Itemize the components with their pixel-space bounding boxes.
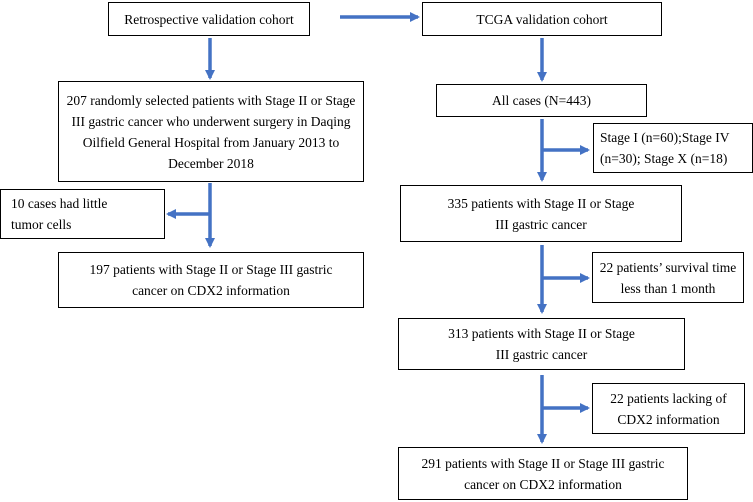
selected-patients-text: 207 randomly selected patients with Stag… (66, 92, 356, 171)
box-207-selected-patients: 207 randomly selected patients with Stag… (58, 81, 364, 182)
box-cdx2-exclusion: 22 patients lacking of CDX2 information (592, 383, 745, 434)
box-retrospective-cohort: Retrospective validation cohort (108, 2, 310, 36)
box-all-cases: All cases (N=443) (436, 84, 647, 117)
retrospective-cohort-label: Retrospective validation cohort (124, 11, 294, 27)
left-final-text: 197 patients with Stage II or Stage III … (89, 262, 333, 298)
cdx2-exclusion-text: 22 patients lacking of CDX2 information (610, 390, 727, 427)
box-197-final-patients: 197 patients with Stage II or Stage III … (58, 252, 364, 308)
box-stage-exclusion: Stage I (n=60);Stage IV (n=30); Stage X … (593, 123, 753, 173)
all-cases-text: All cases (N=443) (491, 93, 592, 108)
right-final-text: 291 patients with Stage II or Stage III … (421, 455, 665, 492)
box-291-final-patients: 291 patients with Stage II or Stage III … (398, 447, 688, 500)
excluded-cases-text: 10 cases had little tumor cells (11, 196, 108, 232)
patients-335-text: 335 patients with Stage II or Stage III … (447, 195, 635, 232)
box-10-excluded-cases: 10 cases had little tumor cells (0, 189, 165, 239)
survival-exclusion-text: 22 patients’ survival time less than 1 m… (599, 259, 737, 296)
box-335-patients: 335 patients with Stage II or Stage III … (400, 185, 682, 242)
box-survival-exclusion: 22 patients’ survival time less than 1 m… (592, 252, 744, 303)
stage-exclusion-text: Stage I (n=60);Stage IV (n=30); Stage X … (600, 130, 730, 166)
tcga-cohort-label: TCGA validation cohort (476, 11, 608, 27)
box-tcga-cohort: TCGA validation cohort (422, 2, 662, 36)
patients-313-text: 313 patients with Stage II or Stage III … (448, 326, 635, 362)
box-313-patients: 313 patients with Stage II or Stage III … (398, 318, 685, 370)
